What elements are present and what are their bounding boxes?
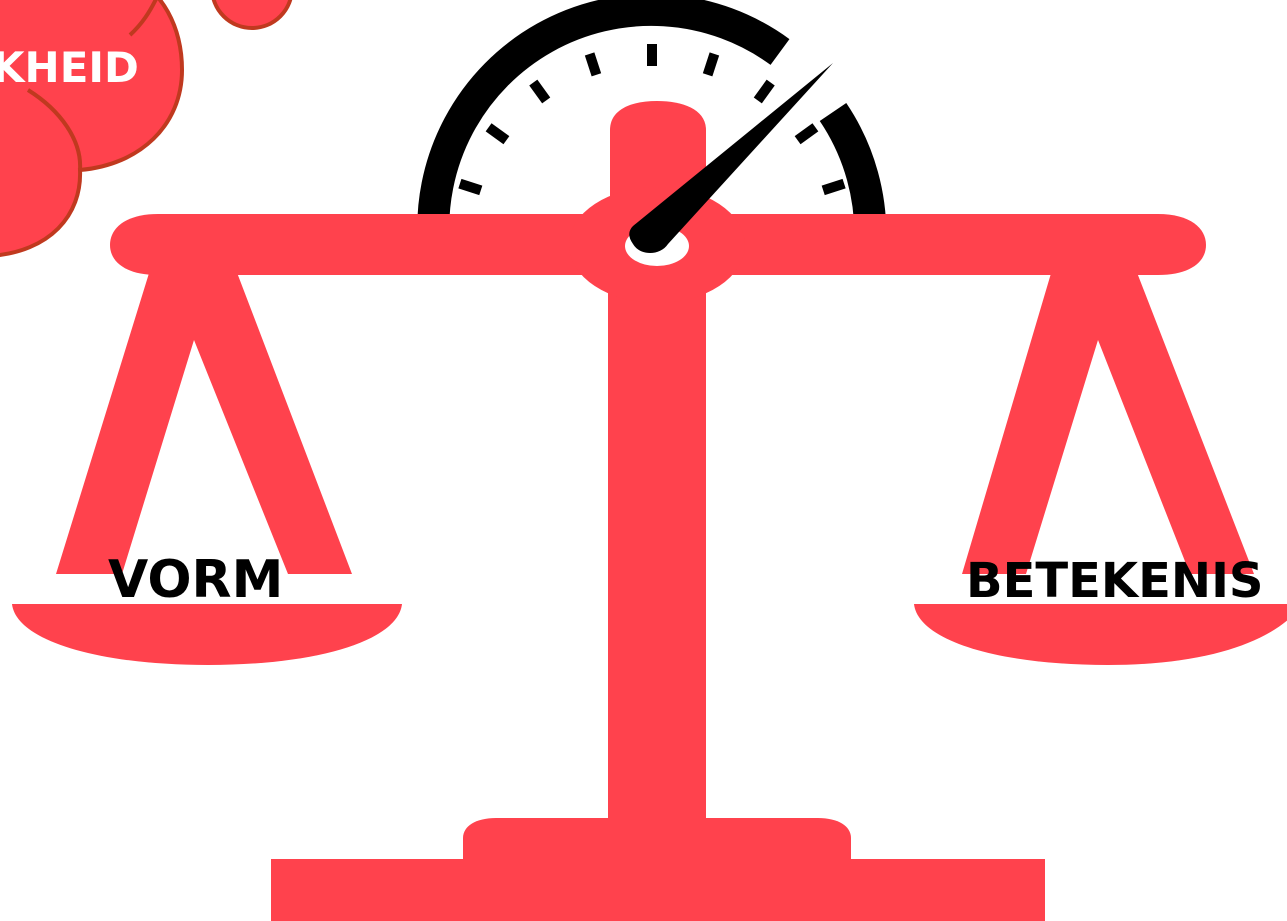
left-pan: [12, 604, 402, 665]
gauge-tick: [758, 83, 771, 101]
cloud-bubble-small: [212, 0, 292, 28]
right-pan: [914, 604, 1287, 665]
left-hanger: [56, 270, 352, 574]
scale-base: [271, 818, 1045, 921]
gauge-tick: [533, 83, 546, 101]
base-plate: [271, 859, 1045, 921]
gauge-tick: [489, 127, 507, 140]
post-column: [608, 240, 706, 840]
gauge-tick: [708, 54, 715, 75]
gauge-tick: [460, 184, 481, 191]
gauge-tick: [798, 127, 816, 140]
right-pan-label: BETEKENIS: [966, 553, 1264, 609]
left-pan-label: VORM: [108, 550, 283, 610]
right-hanger: [962, 270, 1254, 574]
cloud-label: KHEID: [0, 43, 139, 92]
gauge-tick: [823, 184, 844, 191]
gauge-tick: [590, 54, 597, 75]
